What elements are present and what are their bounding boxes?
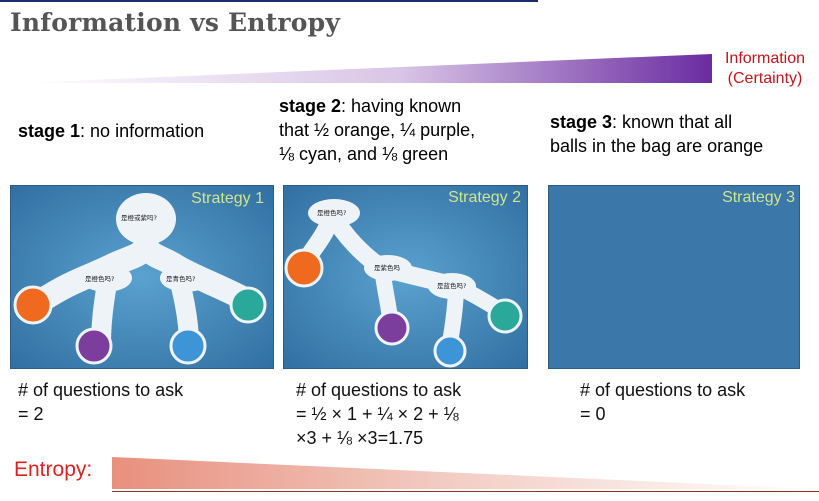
strategy-2-question-2: 是紫色吗 (374, 263, 401, 272)
ball-cyan (487, 298, 523, 334)
strategy-3-questions-line2: = 0 (580, 404, 606, 424)
page-title: Information vs Entropy (10, 8, 341, 37)
strategy-1-question-root: 是橙或紫吗? (121, 213, 157, 222)
strategy-1-question-left: 是橙色吗? (85, 274, 114, 283)
strategy-2-question-1: 是橙色吗? (317, 208, 346, 217)
strategy-2-questions-line3: ×3 + ⅛ ×3=1.75 (296, 428, 424, 448)
strategy-1-questions-line2: = 2 (18, 404, 44, 424)
strategy-2-panel: 是橙色吗? 是紫色吗 是蓝色吗? Strategy 2 (283, 185, 528, 369)
stage-2-name: stage 2 (279, 96, 342, 116)
information-gradient-wedge (18, 54, 712, 83)
strategy-1-question-right: 是青色吗? (166, 274, 195, 283)
strategy-1-questions-line1: # of questions to ask (18, 380, 184, 400)
strategy-3-panel: Strategy 3 (548, 185, 800, 369)
ball-purple (75, 327, 113, 365)
strategy-2-questions: # of questions to ask = ½ × 1 + ¼ × 2 + … (296, 378, 461, 450)
strategy-1-panel: 是橙或紫吗? 是橙色吗? 是青色吗? Strategy 1 (10, 185, 274, 369)
strategy-2-question-3: 是蓝色吗? (437, 281, 466, 290)
strategy-1-tree-diagram: 是橙或紫吗? 是橙色吗? 是青色吗? (11, 186, 273, 368)
strategy-2-label: Strategy 2 (448, 189, 521, 206)
stage-1-desc: : no information (80, 121, 205, 141)
strategy-2-tree-diagram: 是橙色吗? 是紫色吗 是蓝色吗? (284, 186, 527, 368)
stage-2-desc-line1: : having known (341, 96, 462, 116)
strategy-3-questions-line1: # of questions to ask (580, 380, 746, 400)
stage-2-desc-line2: that ½ orange, ¼ purple, (279, 120, 476, 140)
information-label-line1: Information (724, 50, 806, 67)
stage-3-text: stage 3: known that all balls in the bag… (550, 110, 763, 158)
ball-blue (169, 327, 207, 365)
strategy-1-questions: # of questions to ask = 2 (18, 378, 183, 426)
stage-3-desc-line2: balls in the bag are orange (550, 136, 764, 156)
strategy-1-label: Strategy 1 (191, 190, 264, 207)
stage-2-desc-line3: ⅛ cyan, and ⅛ green (279, 144, 449, 164)
stage-1-name: stage 1 (18, 121, 81, 141)
entropy-label: Entropy: (14, 458, 93, 481)
entropy-gradient-wedge (112, 457, 817, 489)
strategy-2-questions-line1: # of questions to ask (296, 380, 462, 400)
ball-blue (433, 334, 467, 368)
stage-3-desc-line1: : known that all (612, 112, 733, 132)
bottom-divider-line (112, 491, 819, 492)
strategy-2-questions-line2: = ½ × 1 + ¼ × 2 + ⅛ (296, 404, 459, 424)
information-label-line2: (Certainty) (727, 70, 803, 87)
ball-orange (13, 285, 53, 325)
stage-3-name: stage 3 (550, 112, 613, 132)
stage-1-text: stage 1: no information (18, 119, 204, 143)
strategy-3-questions: # of questions to ask = 0 (580, 378, 745, 426)
stage-2-text: stage 2: having known that ½ orange, ¼ p… (279, 94, 475, 166)
top-divider-line (0, 0, 538, 2)
strategy-3-label: Strategy 3 (722, 189, 795, 206)
ball-cyan (229, 286, 267, 324)
ball-purple (374, 310, 410, 346)
information-label: Information (Certainty) (713, 49, 817, 89)
ball-orange (284, 248, 324, 288)
